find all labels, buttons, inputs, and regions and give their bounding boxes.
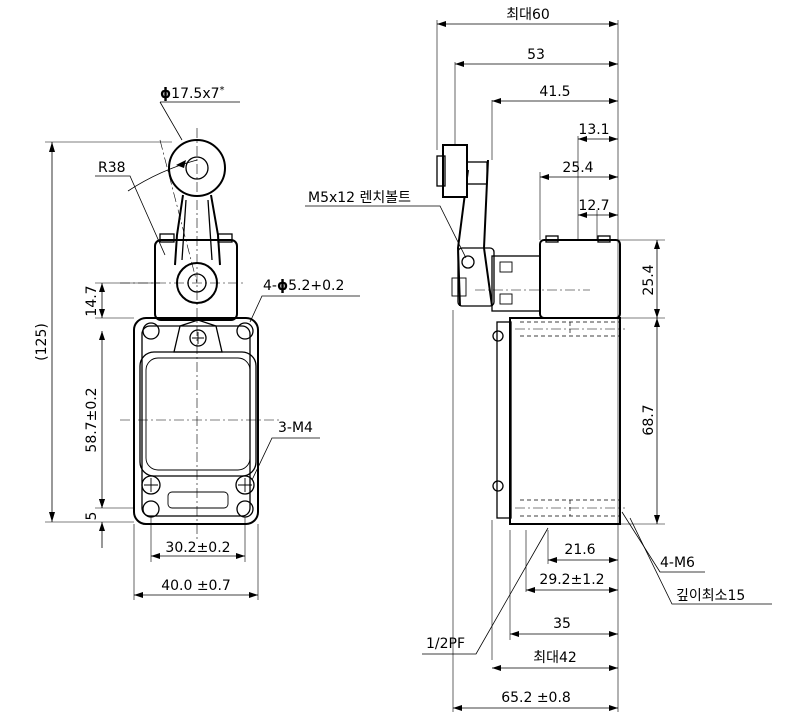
side-view: 최대60 53 41.5 13.1 25.4 M5x12 렌치볼트 12.7 2… (305, 7, 772, 712)
svg-text:30.2±0.2: 30.2±0.2 (165, 540, 230, 556)
h25-label: 25.4 (641, 264, 657, 295)
radius-label: R38 (98, 160, 126, 176)
m4-screw-left (141, 475, 161, 495)
hole-pitch-tol: ±0.2 (197, 540, 231, 556)
mount-holes-count: 4- (263, 278, 277, 294)
d21-label: 21.6 (564, 542, 595, 558)
height-mid-label: 58.7 (84, 421, 100, 452)
side-roller (442, 144, 468, 198)
w25-label: 25.4 (562, 160, 593, 176)
lever-arm (174, 194, 221, 266)
height-top-label: 14.7 (84, 285, 100, 316)
front-view: ϕ17.5x7* R38 4-ϕ5.2+0.2 3-M4 (125) 14.7 … (34, 85, 360, 600)
side-body (509, 317, 621, 525)
body-width-label: 40.0 (161, 578, 192, 594)
height-mid-tol: ±0.2 (84, 387, 100, 421)
svg-text:40.0 ±0.7: 40.0 ±0.7 (161, 578, 231, 594)
svg-text:58.7±0.2: 58.7±0.2 (84, 387, 100, 452)
mount-hole-top-right (236, 322, 254, 340)
roller-dim-mark: * (220, 85, 225, 96)
w53-label: 53 (527, 47, 545, 63)
d29-label: 29.2 (539, 572, 570, 588)
mount-hole-tol: +0.2 (310, 278, 344, 294)
d29-tol: ±1.2 (571, 572, 605, 588)
thread-label: 4-M6 (660, 555, 695, 571)
hole-pitch-label: 30.2 (165, 540, 196, 556)
mount-hole-top-left (142, 322, 160, 340)
front-head (154, 239, 238, 321)
svg-text:65.2 ±0.8: 65.2 ±0.8 (501, 690, 571, 706)
cover-screw-top (189, 329, 207, 347)
svg-text:4-ϕ5.2+0.2: 4-ϕ5.2+0.2 (263, 278, 344, 294)
roller-dim-label: 17.5x7 (171, 86, 219, 102)
height-bottom-label: 5 (84, 512, 100, 521)
mount-hole-dia: 5.2 (288, 278, 310, 294)
mount-hole-bottom-left (142, 500, 160, 518)
front-body (133, 317, 259, 525)
d35-label: 35 (553, 616, 571, 632)
m4-screw-right (235, 475, 255, 495)
svg-text:ϕ17.5x7*: ϕ17.5x7* (160, 85, 225, 102)
h68-label: 68.7 (641, 404, 657, 435)
max-width-label: 최대60 (506, 7, 550, 23)
port-label: 1/2PF (426, 636, 465, 652)
depth-label: 깊이최소15 (676, 588, 745, 604)
body-width-tol: ±0.7 (197, 578, 231, 594)
front-window-outer (139, 351, 257, 477)
w12-label: 12.7 (578, 198, 609, 214)
w13-label: 13.1 (578, 122, 609, 138)
screws-label: 3-M4 (278, 420, 313, 436)
w41-label: 41.5 (539, 84, 570, 100)
front-window (145, 357, 251, 471)
front-inner-frame (141, 325, 251, 517)
max-depth-label: 최대42 (533, 650, 577, 666)
mount-hole-bottom-right (236, 500, 254, 518)
svg-text:29.2±1.2: 29.2±1.2 (539, 572, 604, 588)
d65-tol: ±0.8 (537, 690, 571, 706)
side-head (539, 239, 621, 319)
bolt-label: M5x12 렌치볼트 (308, 190, 411, 206)
d65-label: 65.2 (501, 690, 532, 706)
overall-height-label: (125) (34, 323, 50, 361)
